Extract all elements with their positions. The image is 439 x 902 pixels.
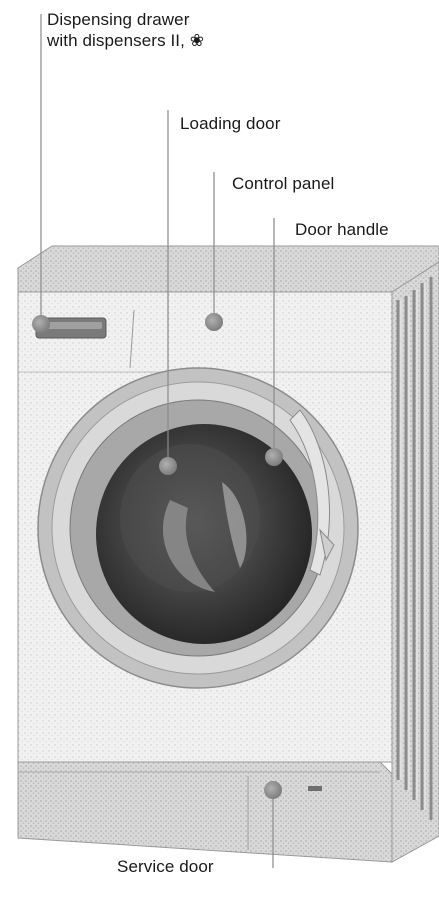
marker-dot-drawer <box>32 315 50 333</box>
marker-dot-loading <box>159 457 177 475</box>
label-dispensing-drawer-line2: with dispensers II, ❀ <box>47 30 204 51</box>
service-door-panel <box>18 762 392 862</box>
label-door-handle: Door handle <box>295 219 389 240</box>
marker-dot-panel <box>205 313 223 331</box>
label-dispensing-drawer: Dispensing drawer with dispensers II, ❀ <box>47 9 204 51</box>
label-service-door: Service door <box>117 856 214 877</box>
label-dispensing-drawer-line1: Dispensing drawer <box>47 9 204 30</box>
marker-dot-service <box>264 781 282 799</box>
marker-dot-handle <box>265 448 283 466</box>
label-control-panel: Control panel <box>232 173 334 194</box>
label-loading-door: Loading door <box>180 113 280 134</box>
machine-top <box>18 246 439 292</box>
